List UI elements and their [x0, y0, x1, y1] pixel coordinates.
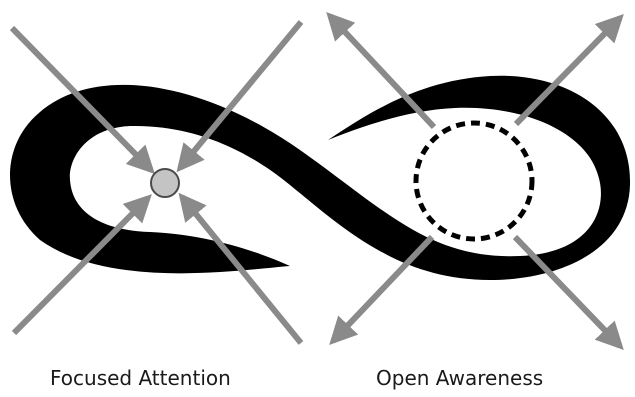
arrow-out-bottom-right: [512, 234, 624, 350]
dashed-circle-icon: [413, 120, 535, 242]
inward-arrows: [9, 20, 304, 345]
outward-arrows: [326, 11, 624, 350]
arrow-out-top-left: [326, 11, 437, 130]
arrow-in-top-left: [9, 25, 155, 174]
open-awareness-label: Open Awareness: [376, 366, 544, 390]
focused-attention-label: Focused Attention: [50, 366, 231, 390]
arrow-in-bottom-left: [11, 194, 152, 336]
arrow-out-top-right: [513, 14, 624, 127]
focus-dot-icon: [150, 168, 180, 198]
arrow-out-bottom-left: [329, 234, 435, 345]
arrow-in-top-right: [176, 20, 304, 173]
infinity-band: [10, 75, 631, 280]
arrow-in-bottom-right: [178, 192, 304, 345]
